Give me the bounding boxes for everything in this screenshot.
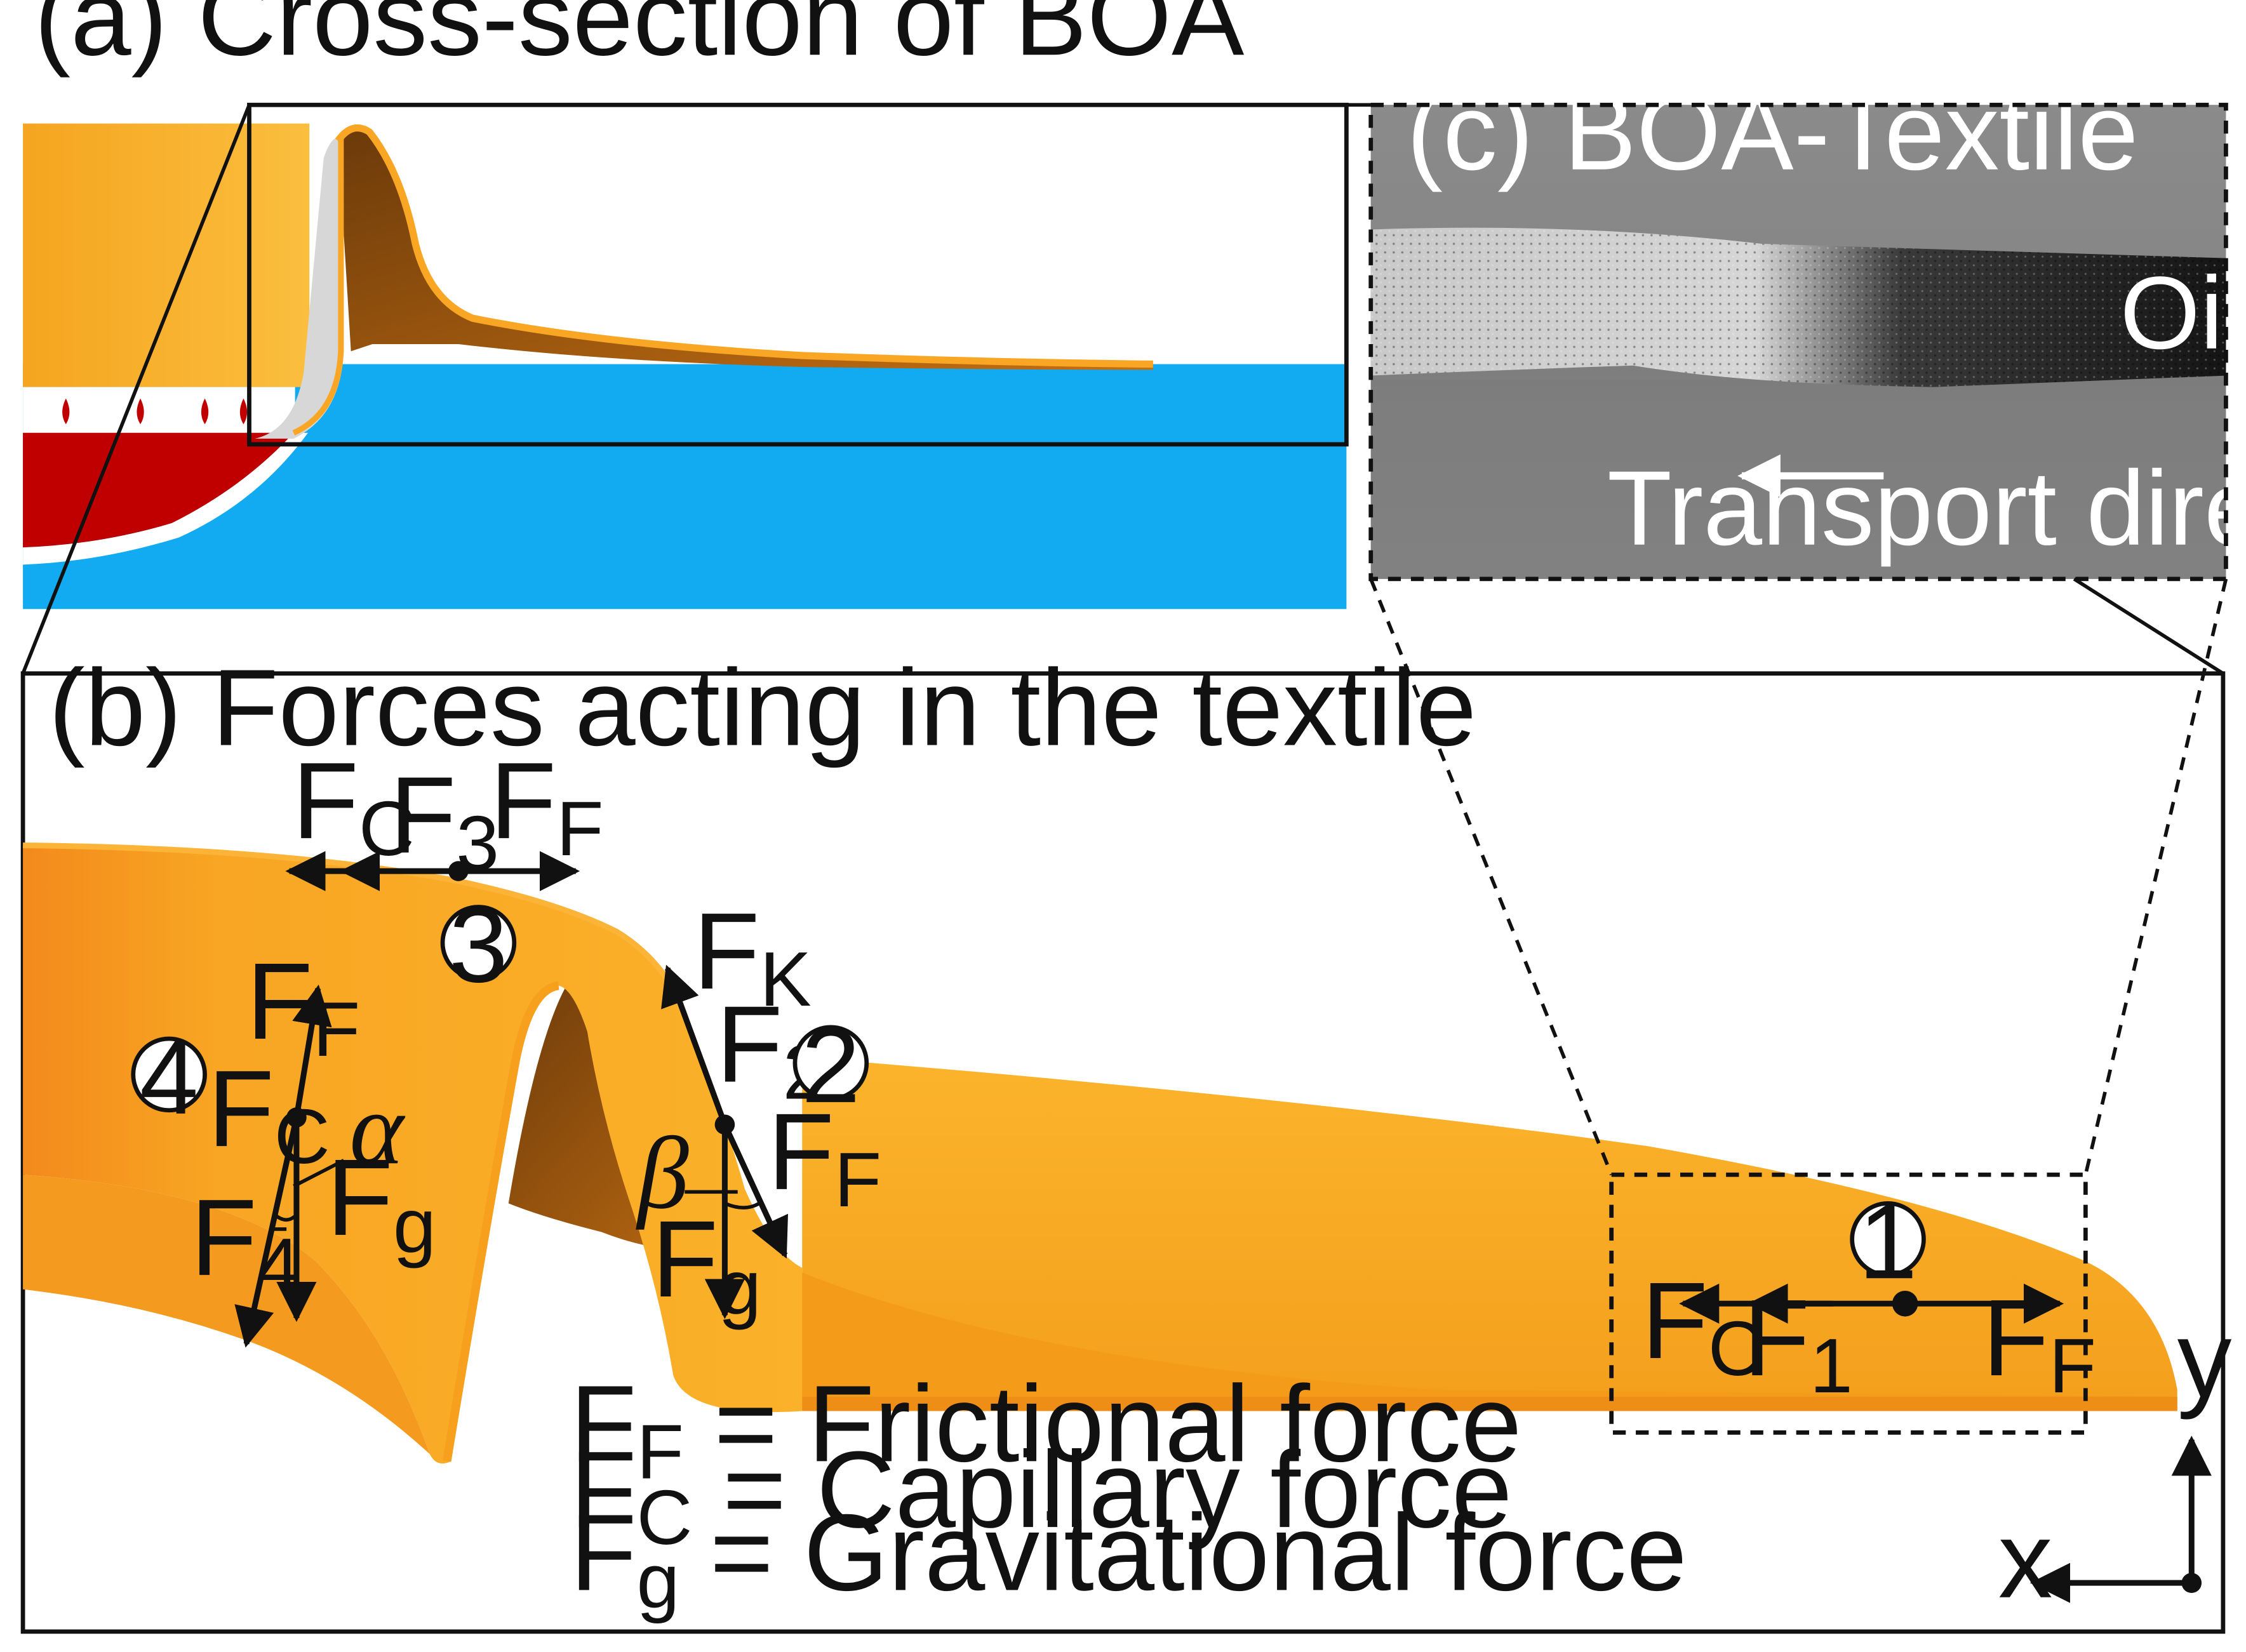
svg-text:1: 1 [1859,1183,1918,1301]
marker-3: 3 [440,886,517,1004]
point-2-forces: FK F2 FF Fg β [636,891,881,1330]
boa-textile-inner [292,138,344,436]
textile-front-roll [23,845,803,1464]
reservoir-rim [23,432,308,565]
p1-ff: FF [1982,1277,2096,1409]
boa-textile-edge [335,124,1153,368]
legend-friction: FF = Frictional force [570,1363,1522,1495]
panel-c-title: (c) BOA-Textile [1407,72,2139,193]
p1-f1: F1 [1743,1277,1852,1409]
p3-ff: FF [490,740,603,872]
point-3-forces: FC F3 FF [285,740,604,891]
boa-textile-arch [338,128,1153,370]
p4-fc: FC [208,1048,330,1180]
textile-tail [802,1057,2177,1411]
p4-fg: Fg [326,1137,436,1269]
zoom-frame-a [247,102,1349,447]
marker-1: 1 [1850,1183,1926,1301]
p2-ff: FF [768,1091,881,1223]
marker-4: 4 [131,1018,207,1136]
p4-ff: FF [246,941,360,1072]
boa-textile-grey [255,137,344,439]
p3-fc: FC [292,740,415,872]
p1-fc: FC [1641,1260,1764,1392]
force-legend: FF = Frictional force FC = Capillary for… [570,1363,1687,1623]
p2-fg: Fg [652,1199,761,1330]
axis-y-label: y [2177,1299,2232,1420]
p4-alpha: α [349,1072,405,1186]
p3-f3: F3 [390,755,499,886]
transport-direction-label: Transport direction [1607,450,2246,568]
point-2-dot [714,1114,735,1135]
legend-capillary: FC = Capillary force [570,1429,1513,1561]
axis-x-label: x [1998,1500,2053,1621]
svg-text:4: 4 [140,1018,199,1136]
zoom-connectors-b-c [1369,578,2228,1176]
panel-b-forces: (b) Forces acting in the textile [20,577,2232,1634]
zoom-connectors-a-b [21,103,1375,674]
panel-c-photo: (c) BOA-Textile Oil Transport direction [1368,72,2246,582]
coordinate-axes: y x [1998,1299,2232,1621]
point-4-forces: FF FC F4 Fg α [191,941,436,1348]
point-markers: 1 2 3 4 [131,886,1926,1301]
point-1-dot [1892,1290,1918,1317]
panel-a-cross-section: (a) Cross-section of BOA [23,0,1349,610]
p4-f4: F4 [191,1177,300,1309]
svg-text:2: 2 [801,1007,860,1125]
textile-left-face [23,1175,430,1455]
p2-fk: FK [693,891,812,1022]
panel-b-title: (b) Forces acting in the textile [49,648,1477,769]
legend-gravitational: Fg = Gravitational force [570,1492,1687,1623]
point-4-dot [286,1107,307,1128]
boa-wall [23,123,310,387]
svg-text:3: 3 [449,886,508,1004]
zoom-region-1 [1609,1172,2088,1435]
point-1-forces: FC F1 FF [1641,1260,2096,1409]
p2-beta: β [636,1116,689,1230]
oil-reservoir [23,432,294,548]
oil-droplets [62,398,248,425]
textile-3d [23,842,2177,1464]
panel-a-title: (a) Cross-section of BOA [34,0,1244,78]
point-3-dot [448,861,469,881]
marker-2: 2 [792,1007,869,1125]
